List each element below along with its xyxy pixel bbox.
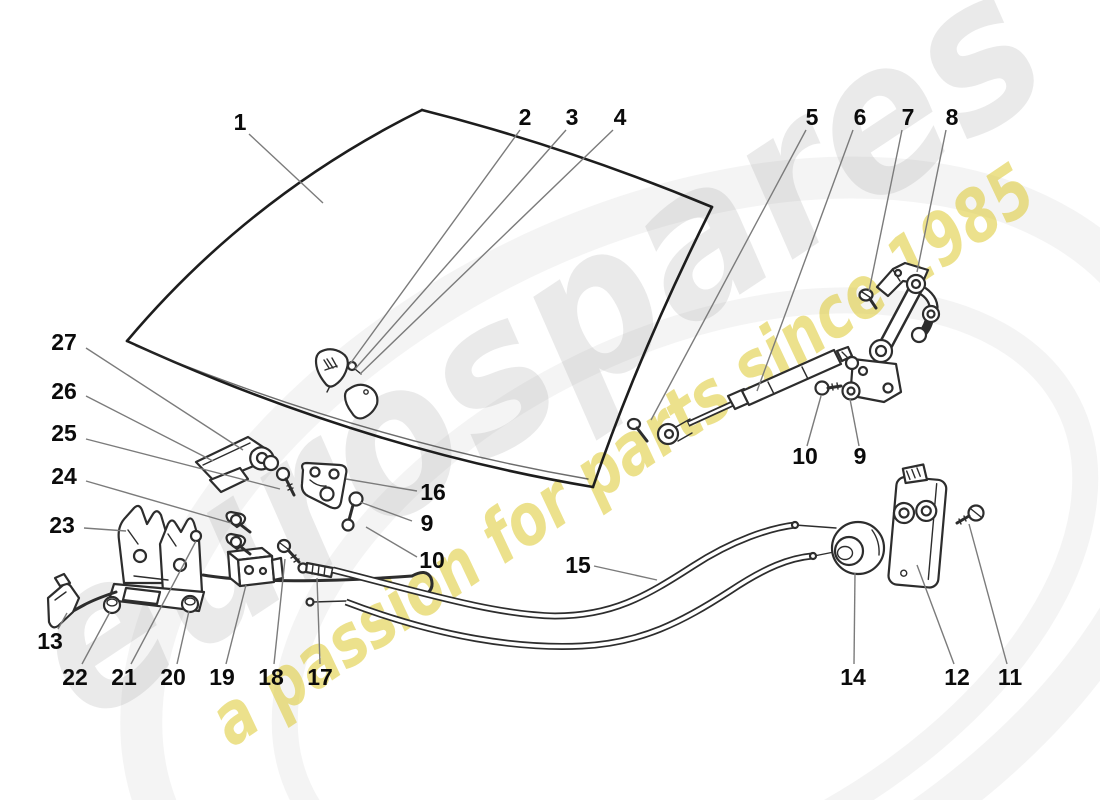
part-number-23: 23 (49, 512, 75, 538)
leader-line-18 (273, 558, 286, 665)
catch-pin (262, 454, 280, 472)
bonnet-catch-bracket (194, 435, 296, 497)
part-number-24: 24 (51, 463, 77, 489)
part-number-3: 3 (566, 104, 579, 130)
rubber-buffer-right (180, 594, 200, 614)
leader-line-2 (349, 129, 521, 365)
part-number-21: 21 (111, 664, 137, 690)
emblem-gasket (343, 383, 379, 420)
leader-line-10 (806, 395, 822, 447)
hinge-bolt-10 (814, 380, 843, 396)
part-number-12: 12 (944, 664, 970, 690)
leader-line-26 (85, 395, 214, 462)
part-number-6: 6 (854, 104, 867, 130)
part-number-19: 19 (209, 664, 235, 690)
part-number-9: 9 (421, 510, 434, 536)
lock-pin (189, 529, 203, 543)
leader-line-19 (225, 584, 247, 665)
leader-line-21 (130, 540, 197, 665)
leader-line-15 (593, 565, 658, 581)
release-cables (332, 520, 837, 650)
link-stud (341, 491, 364, 532)
leader-line-10 (365, 526, 418, 558)
leader-line-17 (316, 577, 321, 665)
part-number-1: 1 (234, 109, 247, 135)
bonnet-panel (125, 108, 714, 489)
part-number-14: 14 (840, 664, 866, 690)
leader-line-13 (57, 612, 68, 630)
part-number-5: 5 (806, 104, 819, 130)
leader-line-23 (83, 527, 127, 532)
leader-line-14 (853, 572, 856, 665)
part-number-22: 22 (62, 664, 88, 690)
leader-line-9 (359, 501, 413, 522)
part-number-27: 27 (51, 329, 77, 355)
watermark-swoosh-inner (271, 287, 1099, 800)
part-number-17: 17 (307, 664, 333, 690)
part-number-7: 7 (902, 104, 915, 130)
part-number-26: 26 (51, 378, 77, 404)
leader-line-9 (849, 398, 860, 447)
leader-line-4 (359, 129, 614, 375)
strut-clevis-bolt (626, 417, 649, 443)
leader-line-3 (354, 129, 567, 370)
leader-line-20 (176, 610, 190, 665)
leader-line-27 (85, 347, 244, 451)
leader-lines (57, 129, 1008, 665)
part-number-11: 11 (998, 664, 1023, 690)
leader-line-11 (968, 523, 1008, 665)
leader-line-24 (85, 480, 232, 524)
wing-bolt-lower (225, 532, 252, 556)
watermark-brand-text: eurospares (0, 0, 1087, 767)
part-number-25: 25 (51, 420, 77, 446)
hinge-screw-7 (858, 288, 878, 310)
catch-bolt (275, 466, 296, 497)
release-lever-bracket (46, 572, 81, 629)
hinge-top-bracket (875, 261, 930, 298)
rubber-buffer-left (102, 595, 122, 615)
cable-grommet (830, 520, 886, 576)
bonnet-lock-assembly (71, 504, 434, 613)
screw-18 (276, 538, 301, 564)
leader-line-16 (345, 478, 418, 492)
leader-line-25 (85, 438, 281, 490)
leader-line-7 (868, 129, 903, 292)
leader-line-6 (756, 129, 854, 392)
leader-line-8 (916, 129, 947, 273)
part-number-4: 4 (614, 104, 627, 130)
wing-bolt-upper (225, 510, 252, 534)
part-number-9: 9 (854, 443, 867, 469)
cable-end-fittings (297, 561, 347, 607)
bonnet-hinge-assembly (814, 261, 941, 404)
part-number-18: 18 (258, 664, 284, 690)
part-number-16: 16 (420, 479, 446, 505)
part-number-20: 20 (160, 664, 186, 690)
leader-line-5 (650, 129, 807, 421)
part-number-13: 13 (37, 628, 63, 654)
leader-line-1 (248, 133, 324, 204)
part-number-10: 10 (792, 443, 818, 469)
part-number-2: 2 (519, 104, 532, 130)
part-number-15: 15 (565, 552, 591, 578)
part-number-8: 8 (946, 104, 959, 130)
gas-strut (626, 345, 854, 446)
lamborghini-emblem (314, 348, 362, 393)
watermark-swoosh-outer (120, 156, 1100, 800)
hinge-washer-9 (841, 381, 861, 401)
leader-line-22 (81, 611, 111, 665)
screw-11 (955, 504, 985, 525)
lock-bracket-plate (887, 463, 948, 589)
part-number-10: 10 (419, 547, 445, 573)
hinge-mount-bracket-16 (300, 461, 348, 510)
leader-line-12 (916, 564, 955, 665)
